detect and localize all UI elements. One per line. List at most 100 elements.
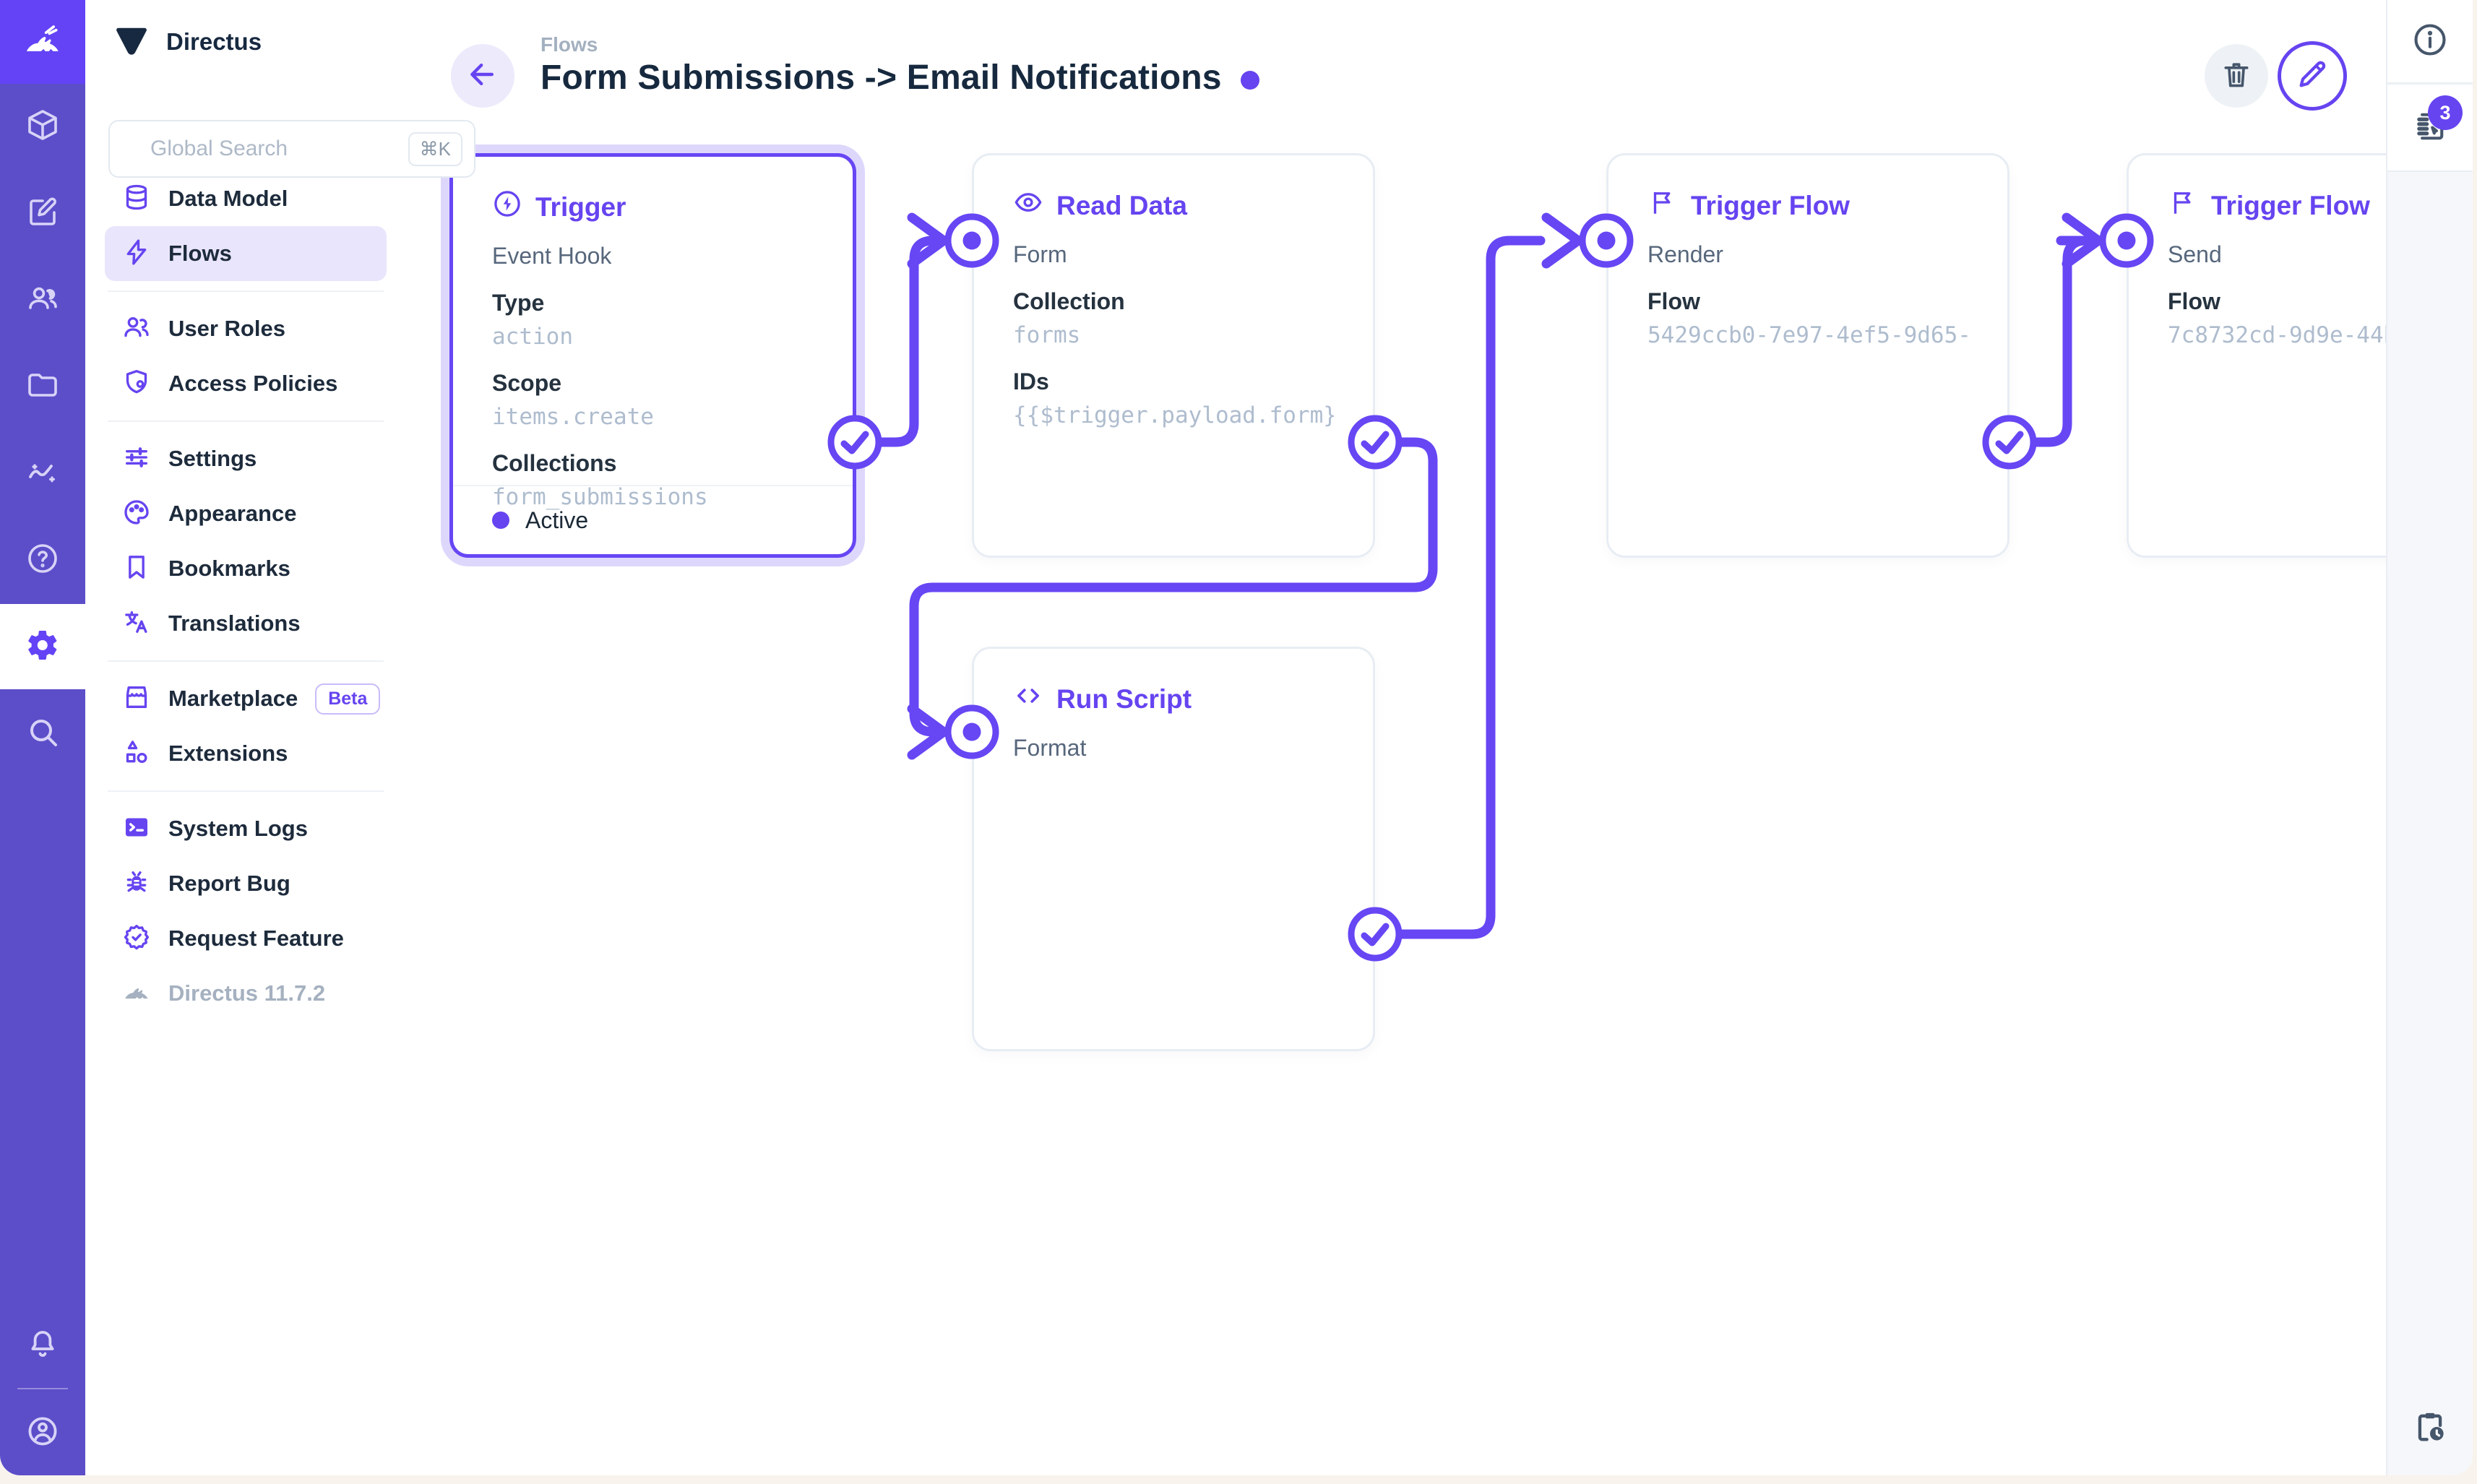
sidebar-nav: Data Model Flows User Roles Access Polic…: [105, 171, 387, 1021]
edit-square-icon: [25, 194, 60, 233]
gear-icon: [25, 628, 60, 666]
node-trigger[interactable]: Trigger Event Hook Type action Scope ite…: [449, 153, 856, 558]
flow-color-dot: [1240, 70, 1259, 90]
module-search[interactable]: [0, 691, 85, 776]
arrow-left-icon: [467, 59, 499, 94]
sidebar-item-marketplace[interactable]: Marketplace Beta: [105, 671, 387, 726]
user-menu-button[interactable]: [0, 1390, 85, 1475]
directus-rabbit-icon: [122, 978, 151, 1010]
trigger-kind: Event Hook: [492, 243, 612, 269]
sidebar-item-user-roles[interactable]: User Roles: [105, 301, 387, 356]
active-status-dot: [492, 512, 509, 529]
divider: [17, 1388, 68, 1389]
global-search-input[interactable]: Global Search ⌘K: [108, 120, 475, 178]
beta-badge: Beta: [315, 683, 381, 715]
info-icon: [2411, 21, 2449, 62]
sidebar-item-translations[interactable]: Translations: [105, 596, 387, 651]
pencil-icon: [2296, 58, 2329, 95]
project-title: Directus: [166, 28, 262, 55]
node-trigger-flow-render[interactable]: Trigger Flow Render Flow 5429ccb0-7e97-4…: [1606, 153, 2009, 558]
info-button[interactable]: [2387, 0, 2473, 84]
sidebar-item-report-bug[interactable]: Report Bug: [105, 856, 387, 911]
divider: [108, 660, 384, 662]
module-bar: [0, 0, 85, 1475]
badge-check-icon: [122, 923, 151, 955]
node-key: Form: [1013, 241, 1067, 267]
sidebar-item-extensions[interactable]: Extensions: [105, 726, 387, 781]
shapes-icon: [122, 738, 151, 770]
node-trigger-header: Trigger: [492, 189, 814, 225]
eye-icon: [1013, 187, 1043, 224]
module-settings[interactable]: [0, 604, 85, 689]
node-run-script-header: Run Script: [1013, 681, 1334, 717]
bolt-circle-icon: [492, 189, 522, 225]
node-read-data-header: Read Data: [1013, 187, 1334, 224]
project-logo-icon: [116, 26, 147, 59]
translate-icon: [122, 608, 151, 640]
sidebar-version: Directus 11.7.2: [105, 966, 387, 1021]
module-help[interactable]: [0, 517, 85, 603]
storefront-icon: [122, 683, 151, 715]
divider: [108, 290, 384, 292]
logs-badge: 3: [2428, 95, 2463, 130]
flag-icon: [1647, 187, 1678, 224]
avatar-icon: [25, 1414, 60, 1452]
sidebar-item-flows[interactable]: Flows: [105, 226, 387, 281]
node-read-data[interactable]: Read Data Form Collection forms IDs {{$t…: [972, 153, 1375, 558]
bell-icon: [25, 1327, 60, 1366]
node-run-script[interactable]: Run Script Format: [972, 647, 1375, 1051]
divider: [108, 790, 384, 792]
insights-icon: [25, 454, 60, 493]
shield-icon: [122, 368, 151, 400]
sliders-icon: [122, 443, 151, 475]
search-shortcut-badge: ⌘K: [408, 131, 462, 166]
code-icon: [1013, 681, 1043, 717]
module-insights[interactable]: [0, 431, 85, 516]
users-icon: [25, 281, 60, 319]
database-icon: [122, 183, 151, 215]
sidebar-item-appearance[interactable]: Appearance: [105, 486, 387, 541]
bookmark-icon: [122, 553, 151, 585]
project-header[interactable]: Directus: [85, 0, 395, 84]
bolt-icon: [122, 238, 151, 270]
node-key: Format: [1013, 735, 1087, 761]
sidebar-item-request-feature[interactable]: Request Feature: [105, 911, 387, 966]
box-icon: [25, 108, 60, 146]
breadcrumb[interactable]: Flows: [540, 33, 598, 56]
sidebar-item-bookmarks[interactable]: Bookmarks: [105, 541, 387, 596]
folder-icon: [25, 368, 60, 406]
module-editor[interactable]: [0, 171, 85, 256]
palette-icon: [122, 498, 151, 530]
flow-activity-button[interactable]: [2387, 1408, 2473, 1449]
delete-flow-button[interactable]: [2205, 44, 2268, 108]
sidebar-item-data-model[interactable]: Data Model: [105, 171, 387, 226]
terminal-icon: [122, 813, 151, 845]
module-files[interactable]: [0, 344, 85, 429]
page-title-row: Form Submissions -> Email Notifications: [540, 58, 1259, 98]
notifications-button[interactable]: [0, 1303, 85, 1389]
node-trigger-flow-send-header: Trigger Flow: [2168, 187, 2473, 224]
back-button[interactable]: [451, 44, 514, 108]
page-title: Form Submissions -> Email Notifications: [540, 59, 1222, 97]
users-icon: [122, 313, 151, 345]
module-users[interactable]: [0, 257, 85, 342]
clipboard-clock-icon: [2411, 1408, 2449, 1449]
right-utility-bar: 3: [2386, 0, 2473, 1475]
search-icon: [25, 715, 60, 753]
help-icon: [25, 541, 60, 579]
node-key: Render: [1647, 241, 1723, 267]
directus-logo[interactable]: [0, 0, 85, 84]
divider: [108, 420, 384, 422]
edit-flow-button[interactable]: [2278, 41, 2347, 111]
module-content[interactable]: [0, 84, 85, 169]
sidebar-item-settings[interactable]: Settings: [105, 431, 387, 486]
search-placeholder: Global Search: [150, 137, 288, 160]
logs-button[interactable]: 3: [2387, 85, 2473, 172]
sidebar-item-system-logs[interactable]: System Logs: [105, 801, 387, 856]
sidebar-item-access-policies[interactable]: Access Policies: [105, 356, 387, 411]
bug-icon: [122, 868, 151, 900]
status-badge: Active: [525, 506, 589, 533]
trash-icon: [2220, 59, 2252, 94]
sidebar: Directus Global Search ⌘K Data Model Flo…: [85, 0, 475, 1475]
